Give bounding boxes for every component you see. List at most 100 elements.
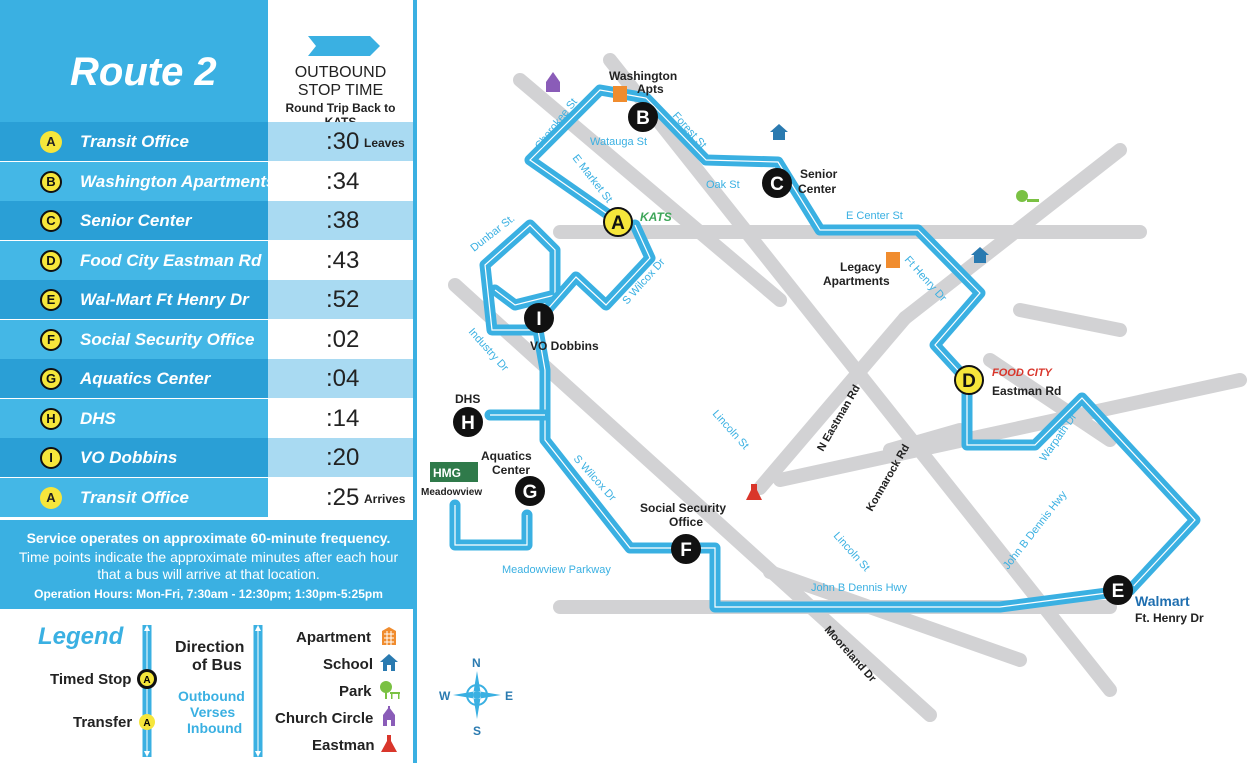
- street-jbd2: John B Dennis Hwy: [811, 582, 907, 594]
- apartment-icon: [613, 86, 627, 102]
- legend-direction-line: A A: [137, 625, 157, 757]
- eastman-icon: [381, 735, 397, 752]
- stop-time: :02: [326, 325, 360, 353]
- stop-g-marker: [515, 476, 545, 506]
- street-lincoln2: Lincoln St: [831, 530, 872, 574]
- label-center: Center: [798, 182, 836, 196]
- legend: Legend Timed Stop Transfer A A Direction…: [0, 606, 417, 766]
- label-office: Office: [669, 515, 703, 529]
- stop-name: Food City Eastman Rd: [80, 250, 262, 270]
- route-title: Route 2: [70, 50, 217, 94]
- legend-outbound: Outbound: [178, 688, 245, 704]
- stop-time-header: OUTBOUND STOP TIME Round Trip Back to KA…: [268, 0, 413, 129]
- label-senior: Senior: [800, 167, 838, 181]
- label-walmart: Walmart: [1135, 593, 1190, 609]
- legend-apartment: Apartment: [296, 629, 372, 646]
- stop-time-cell: :20: [268, 438, 413, 477]
- stop-time-cell: :38: [268, 201, 413, 240]
- road: [1013, 303, 1127, 337]
- stop-time-cell: :52: [268, 280, 413, 319]
- stop-a-marker: [603, 207, 633, 237]
- road: [883, 423, 967, 457]
- road: [513, 73, 787, 307]
- legend-school: School: [323, 656, 374, 673]
- school-icon: [380, 654, 398, 671]
- stop-note: Arrives: [364, 491, 406, 506]
- stop-name: Aquatics Center: [80, 369, 211, 388]
- street-oak: Oak St: [706, 179, 740, 191]
- stop-f-letter: F: [680, 540, 692, 561]
- divider: [413, 0, 417, 763]
- street-lincoln1: Lincoln St: [710, 408, 751, 452]
- stop-h-letter: H: [461, 413, 475, 434]
- stop-name: Social Security Office: [80, 329, 255, 349]
- label-hmg: HMG: [433, 466, 461, 480]
- street-ecenter: E Center St: [846, 210, 903, 222]
- stop-name: Washington Apartments: [80, 171, 276, 191]
- stop-a-letter: A: [611, 213, 625, 234]
- label-washington: Washington: [609, 69, 677, 83]
- stop-c-marker: [762, 168, 792, 198]
- street-jbd1: John B Dennis Hwy: [1001, 488, 1070, 571]
- stop-time-cell: :02: [268, 319, 413, 359]
- schedule-panel: Route 2 OUTBOUND STOP TIME Round Trip Ba…: [0, 0, 417, 766]
- route-centerline: [539, 224, 651, 319]
- legend-timed-badge: A: [143, 675, 150, 686]
- school-icon: [971, 247, 989, 263]
- stop-time-label: STOP TIME: [297, 82, 384, 99]
- road: [753, 311, 912, 495]
- compass-n: N: [472, 656, 481, 670]
- label-ft-henry: Ft. Henry Dr: [1135, 611, 1204, 625]
- stop-time: :25: [326, 483, 360, 511]
- route-header: Route 2 OUTBOUND STOP TIME Round Trip Ba…: [0, 0, 417, 129]
- stop-d-marker: [954, 365, 984, 395]
- stop-name: Transit Office: [80, 132, 189, 151]
- stop-d-letter: D: [962, 371, 976, 392]
- label-dhs: DHS: [455, 392, 480, 406]
- stop-f-marker: [671, 534, 701, 564]
- church-icon: [383, 706, 395, 726]
- church-icon: [546, 72, 560, 92]
- legend-church: Church Circle: [275, 710, 374, 727]
- compass-w: W: [439, 689, 451, 703]
- apartment-icon: [886, 252, 900, 268]
- road: [898, 143, 1127, 325]
- route-map: ABCDEFGHIWashingtonAptsSeniorCenterEastm…: [421, 53, 1247, 738]
- stop-time: :52: [326, 286, 360, 313]
- label-foodcity: FOOD CITY: [992, 367, 1054, 379]
- stop-time: :14: [326, 404, 360, 432]
- compass-e: E: [505, 689, 513, 703]
- legend-transfer-badge: A: [143, 718, 150, 729]
- service-note-2: that a bus will arrive at that location.: [97, 566, 320, 582]
- park-icon: [380, 681, 400, 699]
- label-vo-dobbins: VO Dobbins: [530, 339, 599, 353]
- park-bench: [1027, 199, 1039, 202]
- stop-badge: A: [40, 131, 62, 153]
- stop-time: :38: [326, 207, 360, 234]
- stop-time: :04: [326, 365, 360, 392]
- legend-timed-stop: Timed Stop: [50, 671, 132, 688]
- label-aquatics: Aquatics: [481, 449, 532, 463]
- hmg-logo: [430, 462, 478, 482]
- service-note-1: Time points indicate the approximate min…: [18, 549, 399, 565]
- outbound-arrow-icon: [308, 36, 380, 56]
- stop-name: DHS: [80, 408, 116, 428]
- compass-center: [473, 691, 481, 699]
- stop-time-cell: :25 Arrives: [268, 477, 413, 517]
- street-meadowview-pkwy: Meadowview Parkway: [502, 564, 611, 576]
- school-icon: [770, 124, 788, 140]
- compass-s: S: [473, 724, 481, 738]
- apartment-icon: [382, 627, 396, 645]
- stop-i-letter: I: [536, 309, 541, 330]
- legend-inbound: Inbound: [187, 720, 243, 736]
- stop-time-cell: :43: [268, 240, 413, 280]
- road: [763, 565, 1027, 667]
- legend-eastman: Eastman: [312, 737, 375, 754]
- label-legacy: Legacy: [840, 260, 882, 274]
